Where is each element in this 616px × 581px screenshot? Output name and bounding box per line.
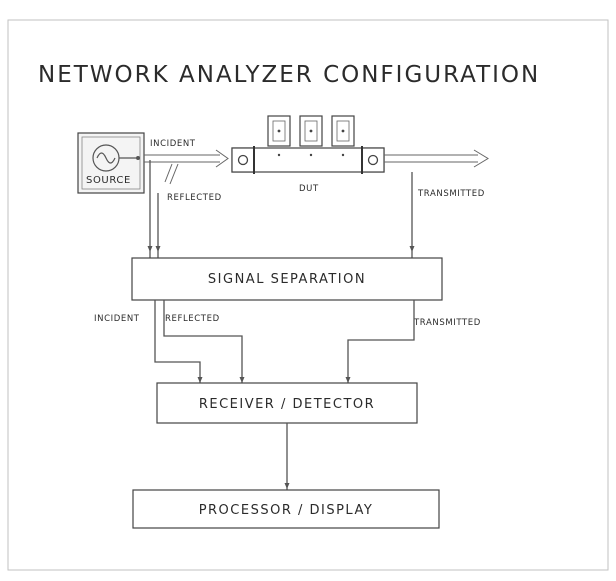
signal-separation-label: SIGNAL SEPARATION <box>208 272 366 287</box>
source-label: SOURCE <box>86 175 131 186</box>
transmitted-label-mid: TRANSMITTED <box>413 318 481 328</box>
incident-label-mid: INCIDENT <box>94 314 140 324</box>
incident-path-line <box>154 300 201 383</box>
incident-label-top: INCIDENT <box>150 139 196 149</box>
incident-arrow <box>144 149 229 168</box>
dut-assembly <box>231 115 385 174</box>
reflected-label-top: REFLECTED <box>167 193 222 203</box>
dut-label: DUT <box>299 184 319 194</box>
transmitted-arrow <box>384 149 489 168</box>
reflected-path-line <box>163 300 243 383</box>
reflected-arrow <box>164 163 179 185</box>
processor-display-label: PROCESSOR / DISPLAY <box>199 503 374 518</box>
reflected-label-mid: REFLECTED <box>165 314 220 324</box>
receiver-detector-label: RECEIVER / DETECTOR <box>199 397 375 412</box>
receiver-detector-block <box>156 382 418 424</box>
page-border <box>7 19 609 571</box>
diagram-title: NETWORK ANALYZER CONFIGURATION <box>38 62 540 88</box>
transmitted-label-top: TRANSMITTED <box>417 189 485 199</box>
processor-display-block <box>132 489 440 529</box>
transmitted-path-line <box>347 300 415 383</box>
source-block: SOURCE <box>77 132 145 194</box>
signal-separation-block <box>131 257 443 301</box>
